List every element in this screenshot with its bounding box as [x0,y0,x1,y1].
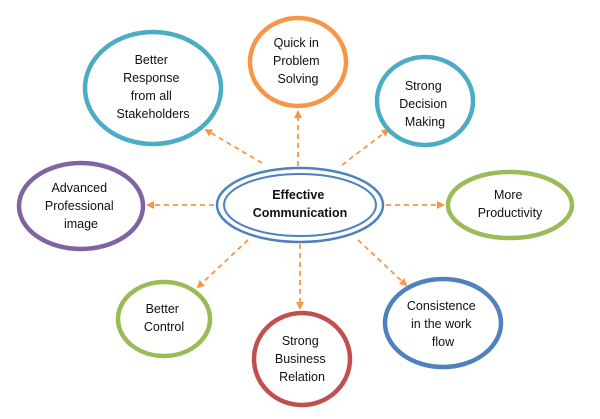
node-better-response-line-3: from all [131,89,172,103]
node-quick-problem-solving: Quick in Problem Solving [247,15,349,109]
node-consistence-work-flow-line-3: flow [432,335,455,349]
node-advanced-professional-image-line-1: Advanced [51,181,107,195]
node-advanced-professional-image-circle [16,160,146,252]
node-advanced-professional-image: Advanced Professional image [16,160,146,252]
node-consistence-work-flow-label: Consistence in the work flow [407,299,479,349]
node-strong-business-relation-line-1: Strong [282,334,319,348]
node-more-productivity-line-2: Productivity [478,206,543,220]
node-advanced-professional-image-label: Advanced Professional image [45,181,117,231]
node-quick-problem-solving-label: Quick in Problem Solving [273,36,323,86]
center-label: Effective Communication [253,188,347,220]
node-strong-decision-making: Strong Decision Making [374,54,476,148]
center-label-line-2: Communication [253,206,347,220]
node-advanced-professional-image-line-3: image [64,217,98,231]
node-better-response-line-1: Better [135,53,168,67]
node-more-productivity-circle [445,169,575,241]
node-strong-decision-making-line-3: Making [405,115,445,129]
node-better-response-label: Better Response from all Stakeholders [117,53,190,121]
connector-arrow-better-control [196,239,249,289]
node-strong-business-relation-line-3: Relation [279,370,325,384]
node-better-response: Better Response from all Stakeholders [82,29,224,147]
node-consistence-work-flow-circle [382,276,504,370]
node-quick-problem-solving-circle [247,15,349,109]
node-strong-business-relation: Strong Business Relation [251,310,353,408]
node-more-productivity: More Productivity [445,169,575,241]
center-label-line-1: Effective [272,188,324,202]
center-inner-ring [223,173,377,237]
node-quick-problem-solving-line-1: Quick in [274,36,319,50]
node-better-response-circle [82,29,224,147]
node-better-control-line-1: Better [146,302,179,316]
node-more-productivity-line-1: More [494,188,523,202]
node-strong-business-relation-label: Strong Business Relation [275,334,329,384]
center-node: Effective Communication [215,166,385,244]
node-consistence-work-flow-line-1: Consistence [407,299,476,313]
connectors [146,110,445,310]
node-strong-decision-making-line-2: Decision [399,97,447,111]
node-strong-decision-making-line-1: Strong [405,79,442,93]
node-better-control-circle [115,279,213,359]
node-strong-decision-making-circle [374,54,476,148]
node-better-control-line-2: Control [144,320,184,334]
node-advanced-professional-image-line-2: Professional [45,199,114,213]
node-better-control-label: Better Control [144,302,184,334]
node-quick-problem-solving-line-3: Solving [278,72,319,86]
node-better-response-line-2: Response [123,71,179,85]
connector-arrow-better-response [204,128,263,164]
node-strong-decision-making-label: Strong Decision Making [399,79,450,129]
node-consistence-work-flow-line-2: in the work [411,317,472,331]
node-better-response-line-4: Stakeholders [117,107,190,121]
node-consistence-work-flow: Consistence in the work flow [382,276,504,370]
node-more-productivity-label: More Productivity [478,188,543,220]
node-better-control: Better Control [115,279,213,359]
node-strong-business-relation-line-2: Business [275,352,326,366]
connector-arrow-consistence-work-flow [357,239,408,287]
connector-arrow-strong-decision-making [341,128,390,166]
node-strong-business-relation-circle [251,310,353,408]
node-quick-problem-solving-line-2: Problem [273,54,320,68]
